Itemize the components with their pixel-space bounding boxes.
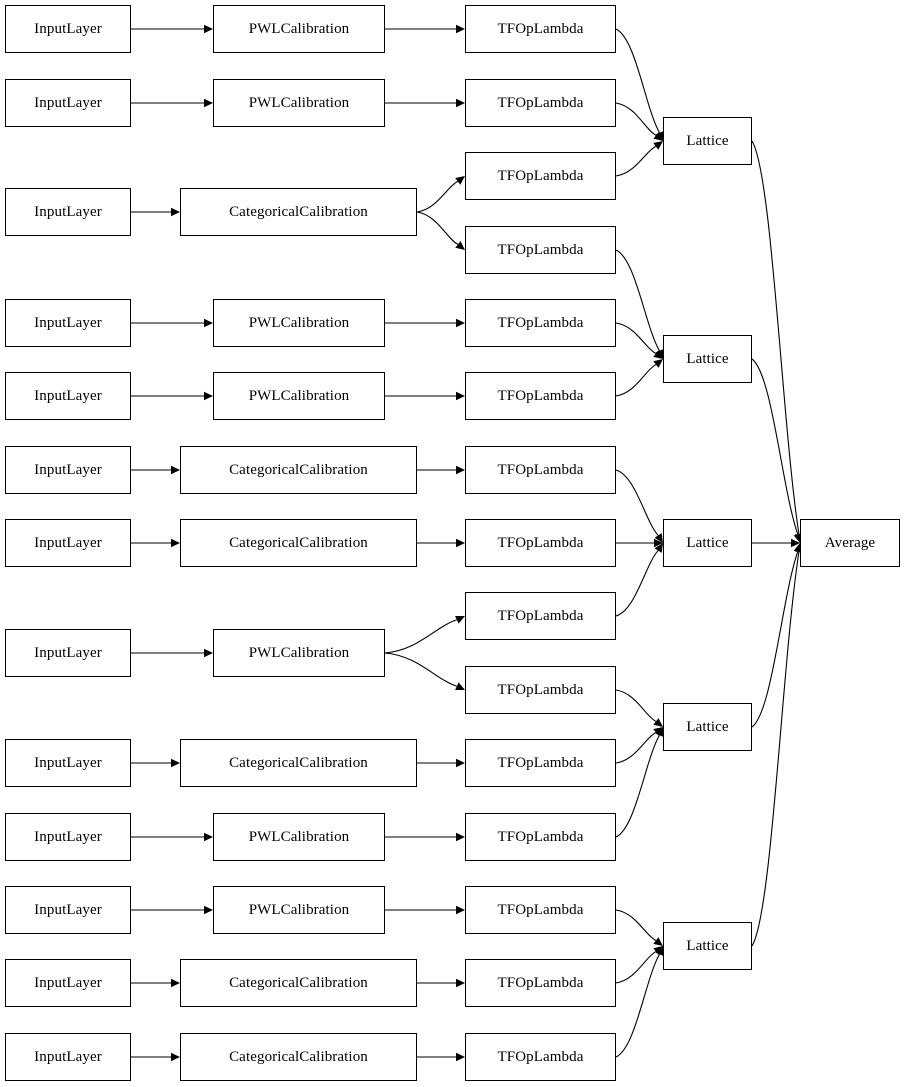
- node-lattice-2[interactable]: Lattice: [663, 335, 752, 383]
- node-pwl-calibration-5[interactable]: PWLCalibration: [213, 372, 385, 420]
- edge-in8-to-cal8: [131, 648, 213, 658]
- edge-cal5-to-op6: [385, 391, 465, 401]
- edge-lat2-to-avg: [751, 358, 802, 543]
- node-tfoplambda-8[interactable]: TFOpLambda: [465, 519, 616, 567]
- edge-cal9-to-op11: [417, 758, 465, 768]
- node-input-layer-11[interactable]: InputLayer: [5, 886, 131, 934]
- edge-op13-to-lat5: [615, 909, 663, 946]
- edge-op8-to-lat3: [616, 538, 663, 548]
- edge-op10-to-lat4: [615, 689, 663, 727]
- edge-in4-to-cal4: [131, 318, 213, 328]
- edge-cal2-to-op2: [385, 98, 465, 108]
- node-categorical-calibration-13[interactable]: CategoricalCalibration: [180, 1033, 417, 1081]
- edge-op5-to-lat2: [615, 322, 663, 359]
- edge-in13-to-cal13: [131, 1052, 180, 1062]
- node-pwl-calibration-8[interactable]: PWLCalibration: [213, 629, 385, 677]
- node-pwl-calibration-2[interactable]: PWLCalibration: [213, 79, 385, 127]
- edge-op2-to-lat1: [615, 102, 663, 141]
- node-lattice-3[interactable]: Lattice: [663, 519, 752, 567]
- edge-op9-to-lat3: [615, 543, 663, 617]
- node-categorical-calibration-7[interactable]: CategoricalCalibration: [180, 519, 417, 567]
- edge-lat5-to-avg: [751, 543, 804, 947]
- edge-lat4-to-avg: [751, 543, 802, 728]
- node-tfoplambda-11[interactable]: TFOpLambda: [465, 739, 616, 787]
- edge-in7-to-cal7: [131, 538, 180, 548]
- node-input-layer-3[interactable]: InputLayer: [5, 188, 131, 236]
- node-lattice-1[interactable]: Lattice: [663, 117, 752, 165]
- node-categorical-calibration-9[interactable]: CategoricalCalibration: [180, 739, 417, 787]
- edge-in9-to-cal9: [131, 758, 180, 768]
- node-tfoplambda-2[interactable]: TFOpLambda: [465, 79, 616, 127]
- edge-cal3-to-op3: [416, 176, 465, 213]
- edge-cal13-to-op15: [417, 1052, 465, 1062]
- edge-lat3-to-avg: [752, 538, 800, 548]
- node-categorical-calibration-12[interactable]: CategoricalCalibration: [180, 959, 417, 1007]
- edge-cal8-to-op10: [384, 652, 465, 691]
- node-tfoplambda-4[interactable]: TFOpLambda: [465, 226, 616, 274]
- node-input-layer-1[interactable]: InputLayer: [5, 5, 131, 53]
- node-pwl-calibration-11[interactable]: PWLCalibration: [213, 886, 385, 934]
- edge-in5-to-cal5: [131, 391, 213, 401]
- edge-op7-to-lat3: [615, 469, 663, 543]
- node-categorical-calibration-3[interactable]: CategoricalCalibration: [180, 188, 417, 236]
- node-tfoplambda-1[interactable]: TFOpLambda: [465, 5, 616, 53]
- edge-cal6-to-op7: [417, 465, 465, 475]
- node-tfoplambda-3[interactable]: TFOpLambda: [465, 152, 616, 200]
- edge-in11-to-cal11: [131, 905, 213, 915]
- node-input-layer-10[interactable]: InputLayer: [5, 813, 131, 861]
- edge-cal4-to-op5: [385, 318, 465, 328]
- node-average[interactable]: Average: [800, 519, 900, 567]
- edge-in3-to-cal3: [131, 207, 180, 217]
- edge-in6-to-cal6: [131, 465, 180, 475]
- node-input-layer-7[interactable]: InputLayer: [5, 519, 131, 567]
- node-lattice-5[interactable]: Lattice: [663, 922, 752, 970]
- edge-lat1-to-avg: [751, 140, 804, 543]
- node-input-layer-8[interactable]: InputLayer: [5, 629, 131, 677]
- edge-op3-to-lat1: [615, 141, 663, 177]
- node-pwl-calibration-4[interactable]: PWLCalibration: [213, 299, 385, 347]
- edge-cal1-to-op1: [385, 24, 465, 34]
- edge-op6-to-lat2: [615, 359, 663, 397]
- node-categorical-calibration-6[interactable]: CategoricalCalibration: [180, 446, 417, 494]
- edge-in1-to-cal1: [131, 24, 213, 34]
- edge-cal10-to-op12: [385, 832, 465, 842]
- edge-in10-to-cal10: [131, 832, 213, 842]
- node-input-layer-2[interactable]: InputLayer: [5, 79, 131, 127]
- node-pwl-calibration-10[interactable]: PWLCalibration: [213, 813, 385, 861]
- node-tfoplambda-15[interactable]: TFOpLambda: [465, 1033, 616, 1081]
- edge-op4-to-lat2: [615, 249, 664, 359]
- node-input-layer-4[interactable]: InputLayer: [5, 299, 131, 347]
- edge-op14-to-lat5: [615, 946, 663, 984]
- edge-cal3-to-op4: [416, 211, 465, 250]
- node-input-layer-13[interactable]: InputLayer: [5, 1033, 131, 1081]
- node-tfoplambda-12[interactable]: TFOpLambda: [465, 813, 616, 861]
- edge-op12-to-lat4: [615, 727, 664, 838]
- node-tfoplambda-6[interactable]: TFOpLambda: [465, 372, 616, 420]
- edge-in12-to-cal12: [131, 978, 180, 988]
- edge-cal7-to-op8: [417, 538, 465, 548]
- edge-op11-to-lat4: [615, 727, 663, 764]
- node-input-layer-9[interactable]: InputLayer: [5, 739, 131, 787]
- node-tfoplambda-14[interactable]: TFOpLambda: [465, 959, 616, 1007]
- edge-cal12-to-op14: [417, 978, 465, 988]
- node-tfoplambda-9[interactable]: TFOpLambda: [465, 592, 616, 640]
- node-lattice-4[interactable]: Lattice: [663, 703, 752, 751]
- node-tfoplambda-10[interactable]: TFOpLambda: [465, 666, 616, 714]
- edge-op15-to-lat5: [615, 946, 664, 1058]
- node-tfoplambda-5[interactable]: TFOpLambda: [465, 299, 616, 347]
- edge-op1-to-lat1: [615, 28, 664, 141]
- node-input-layer-6[interactable]: InputLayer: [5, 446, 131, 494]
- edge-cal8-to-op9: [384, 615, 465, 654]
- node-pwl-calibration-1[interactable]: PWLCalibration: [213, 5, 385, 53]
- edge-cal11-to-op13: [385, 905, 465, 915]
- node-tfoplambda-7[interactable]: TFOpLambda: [465, 446, 616, 494]
- edge-in2-to-cal2: [131, 98, 213, 108]
- node-tfoplambda-13[interactable]: TFOpLambda: [465, 886, 616, 934]
- node-input-layer-5[interactable]: InputLayer: [5, 372, 131, 420]
- node-input-layer-12[interactable]: InputLayer: [5, 959, 131, 1007]
